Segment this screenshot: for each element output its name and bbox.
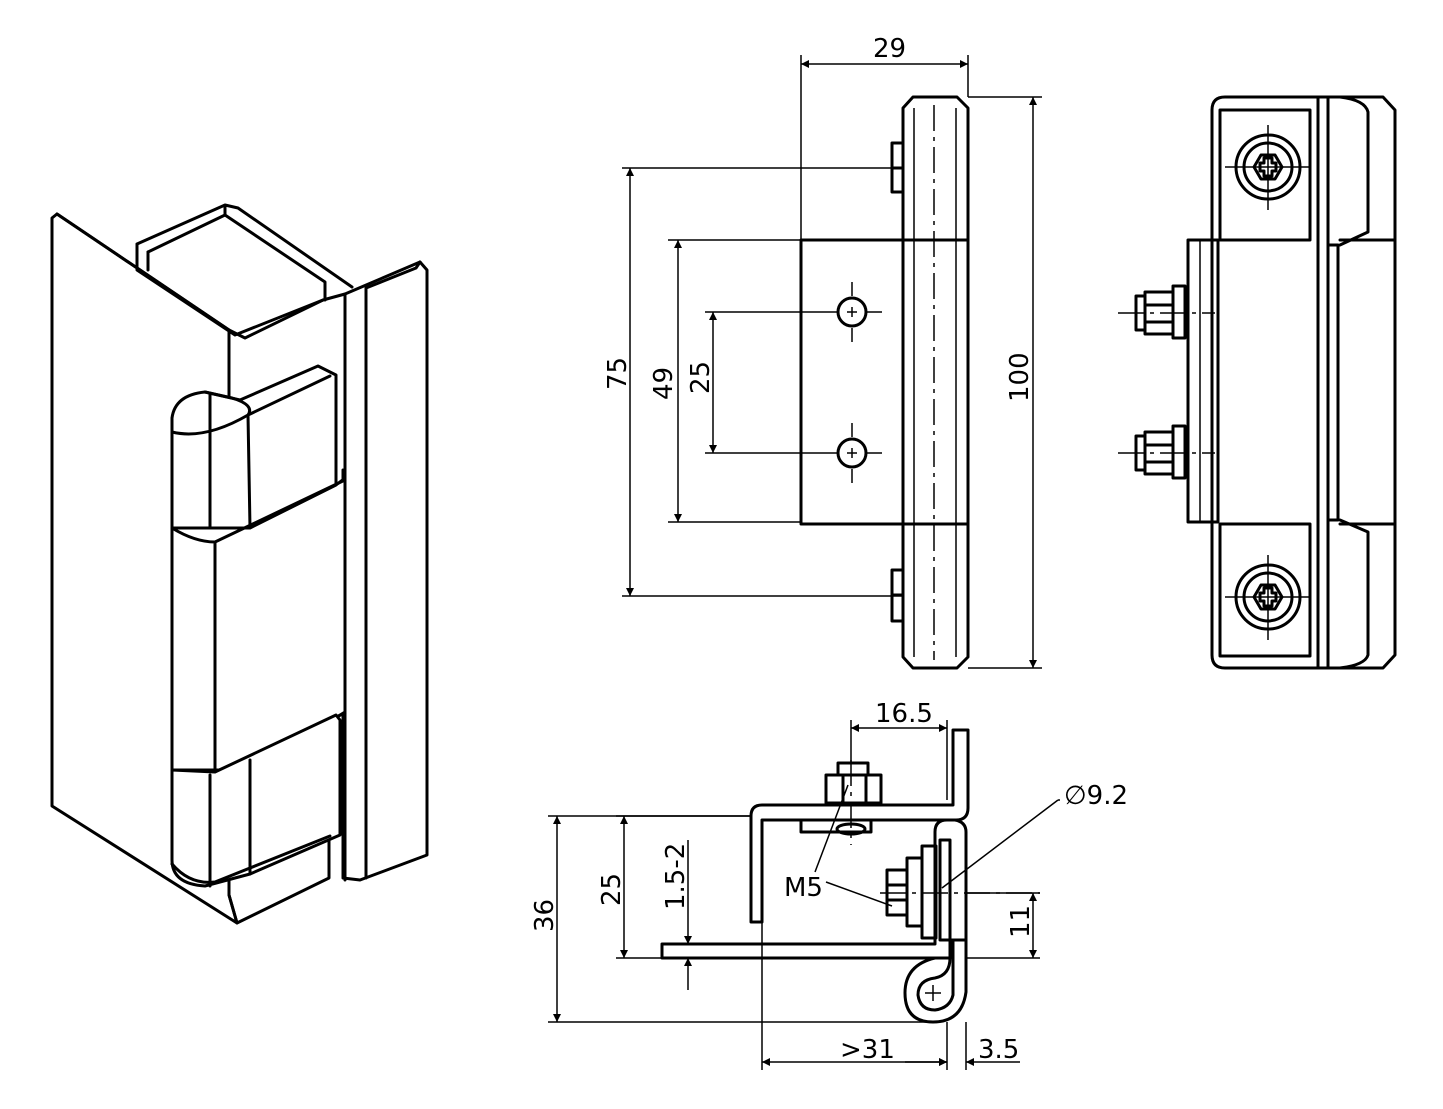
side-plate-left (1210, 95, 1320, 670)
dim-36: 36 (530, 899, 560, 932)
dim-1-5-2: 1.5-2 (661, 843, 691, 910)
front-leaf-plate (799, 238, 905, 526)
dim-diameter-9-2: ∅9.2 (1064, 781, 1128, 811)
section-knuckle (903, 938, 968, 1024)
profile-right-flange (343, 260, 422, 882)
section-lower-bracket (660, 818, 968, 960)
dim-29: 29 (873, 34, 906, 64)
dim-75: 75 (603, 357, 633, 390)
hinge-leaf-bottom-edges (170, 758, 332, 888)
dim-3-5: 3.5 (978, 1035, 1019, 1065)
front-knuckle-outline (901, 95, 970, 670)
side-view (1118, 95, 1397, 670)
nut-top (1118, 284, 1215, 340)
dim-31: >31 (840, 1035, 895, 1065)
profile-tube-inner (146, 213, 327, 302)
dim-49: 49 (649, 367, 679, 400)
screw-head-top (1225, 125, 1311, 210)
side-bracket (1186, 238, 1220, 524)
dim-25-holes: 25 (686, 361, 716, 394)
hinge-leaf-top-edge (170, 374, 332, 530)
isometric-view (50, 203, 429, 925)
section-top-nut (824, 773, 883, 805)
dim-25-side: 25 (597, 873, 627, 906)
dim-11: 11 (1006, 905, 1036, 938)
screw-head-bottom (1225, 555, 1311, 640)
front-view: 29 100 75 49 25 (603, 34, 1042, 670)
section-view: 16.5 ∅9.2 M5 36 25 1.5-2 11 >31 (530, 699, 1128, 1070)
side-knuckle (1316, 95, 1397, 670)
profile-tube-top (135, 203, 354, 337)
nut-bottom (1118, 424, 1215, 480)
dim-100: 100 (1005, 352, 1035, 402)
callout-m5: M5 (784, 873, 823, 903)
dim-16-5: 16.5 (875, 699, 933, 729)
